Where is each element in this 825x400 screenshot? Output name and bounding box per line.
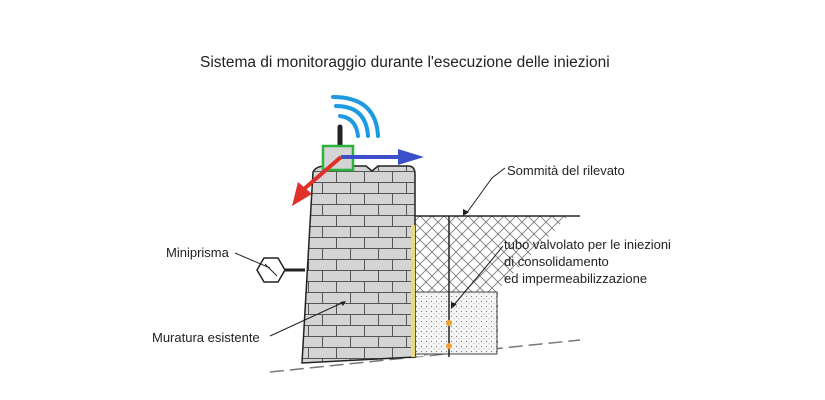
tube-label-line-1: tubo valvolato per le iniezioni: [504, 237, 671, 252]
masonry-label: Muratura esistente: [152, 330, 260, 345]
ground-line: [269, 339, 581, 373]
miniprism-leader-line: [234, 252, 271, 269]
tube-leader-line: [452, 245, 504, 307]
y-axis-arrow: [292, 155, 343, 206]
diagram-title: Sistema di monitoraggio durante l'esecuz…: [200, 54, 610, 71]
consolidated-soil-zone: [414, 291, 498, 355]
hexagon-miniprism-icon: [256, 257, 286, 283]
x-axis-arrow: [341, 149, 424, 165]
masonry-wall: [301, 165, 416, 364]
tube-label-line-3: ed impermeabilizzazione: [504, 271, 648, 286]
wall-tube-strip: [411, 225, 415, 357]
summit-leader-line: [465, 167, 506, 215]
valve-point-2: [446, 343, 452, 349]
wireless-signal-icon: [331, 95, 380, 138]
masonry-leader-line: [269, 301, 345, 337]
valve-point-1: [446, 320, 452, 326]
summit-label: Sommità del rilevato: [507, 163, 625, 178]
miniprism-label: Miniprisma: [166, 245, 229, 260]
tube-label: tubo valvolato per le iniezioni di conso…: [504, 236, 671, 287]
tube-label-line-2: di consolidamento: [504, 254, 609, 269]
